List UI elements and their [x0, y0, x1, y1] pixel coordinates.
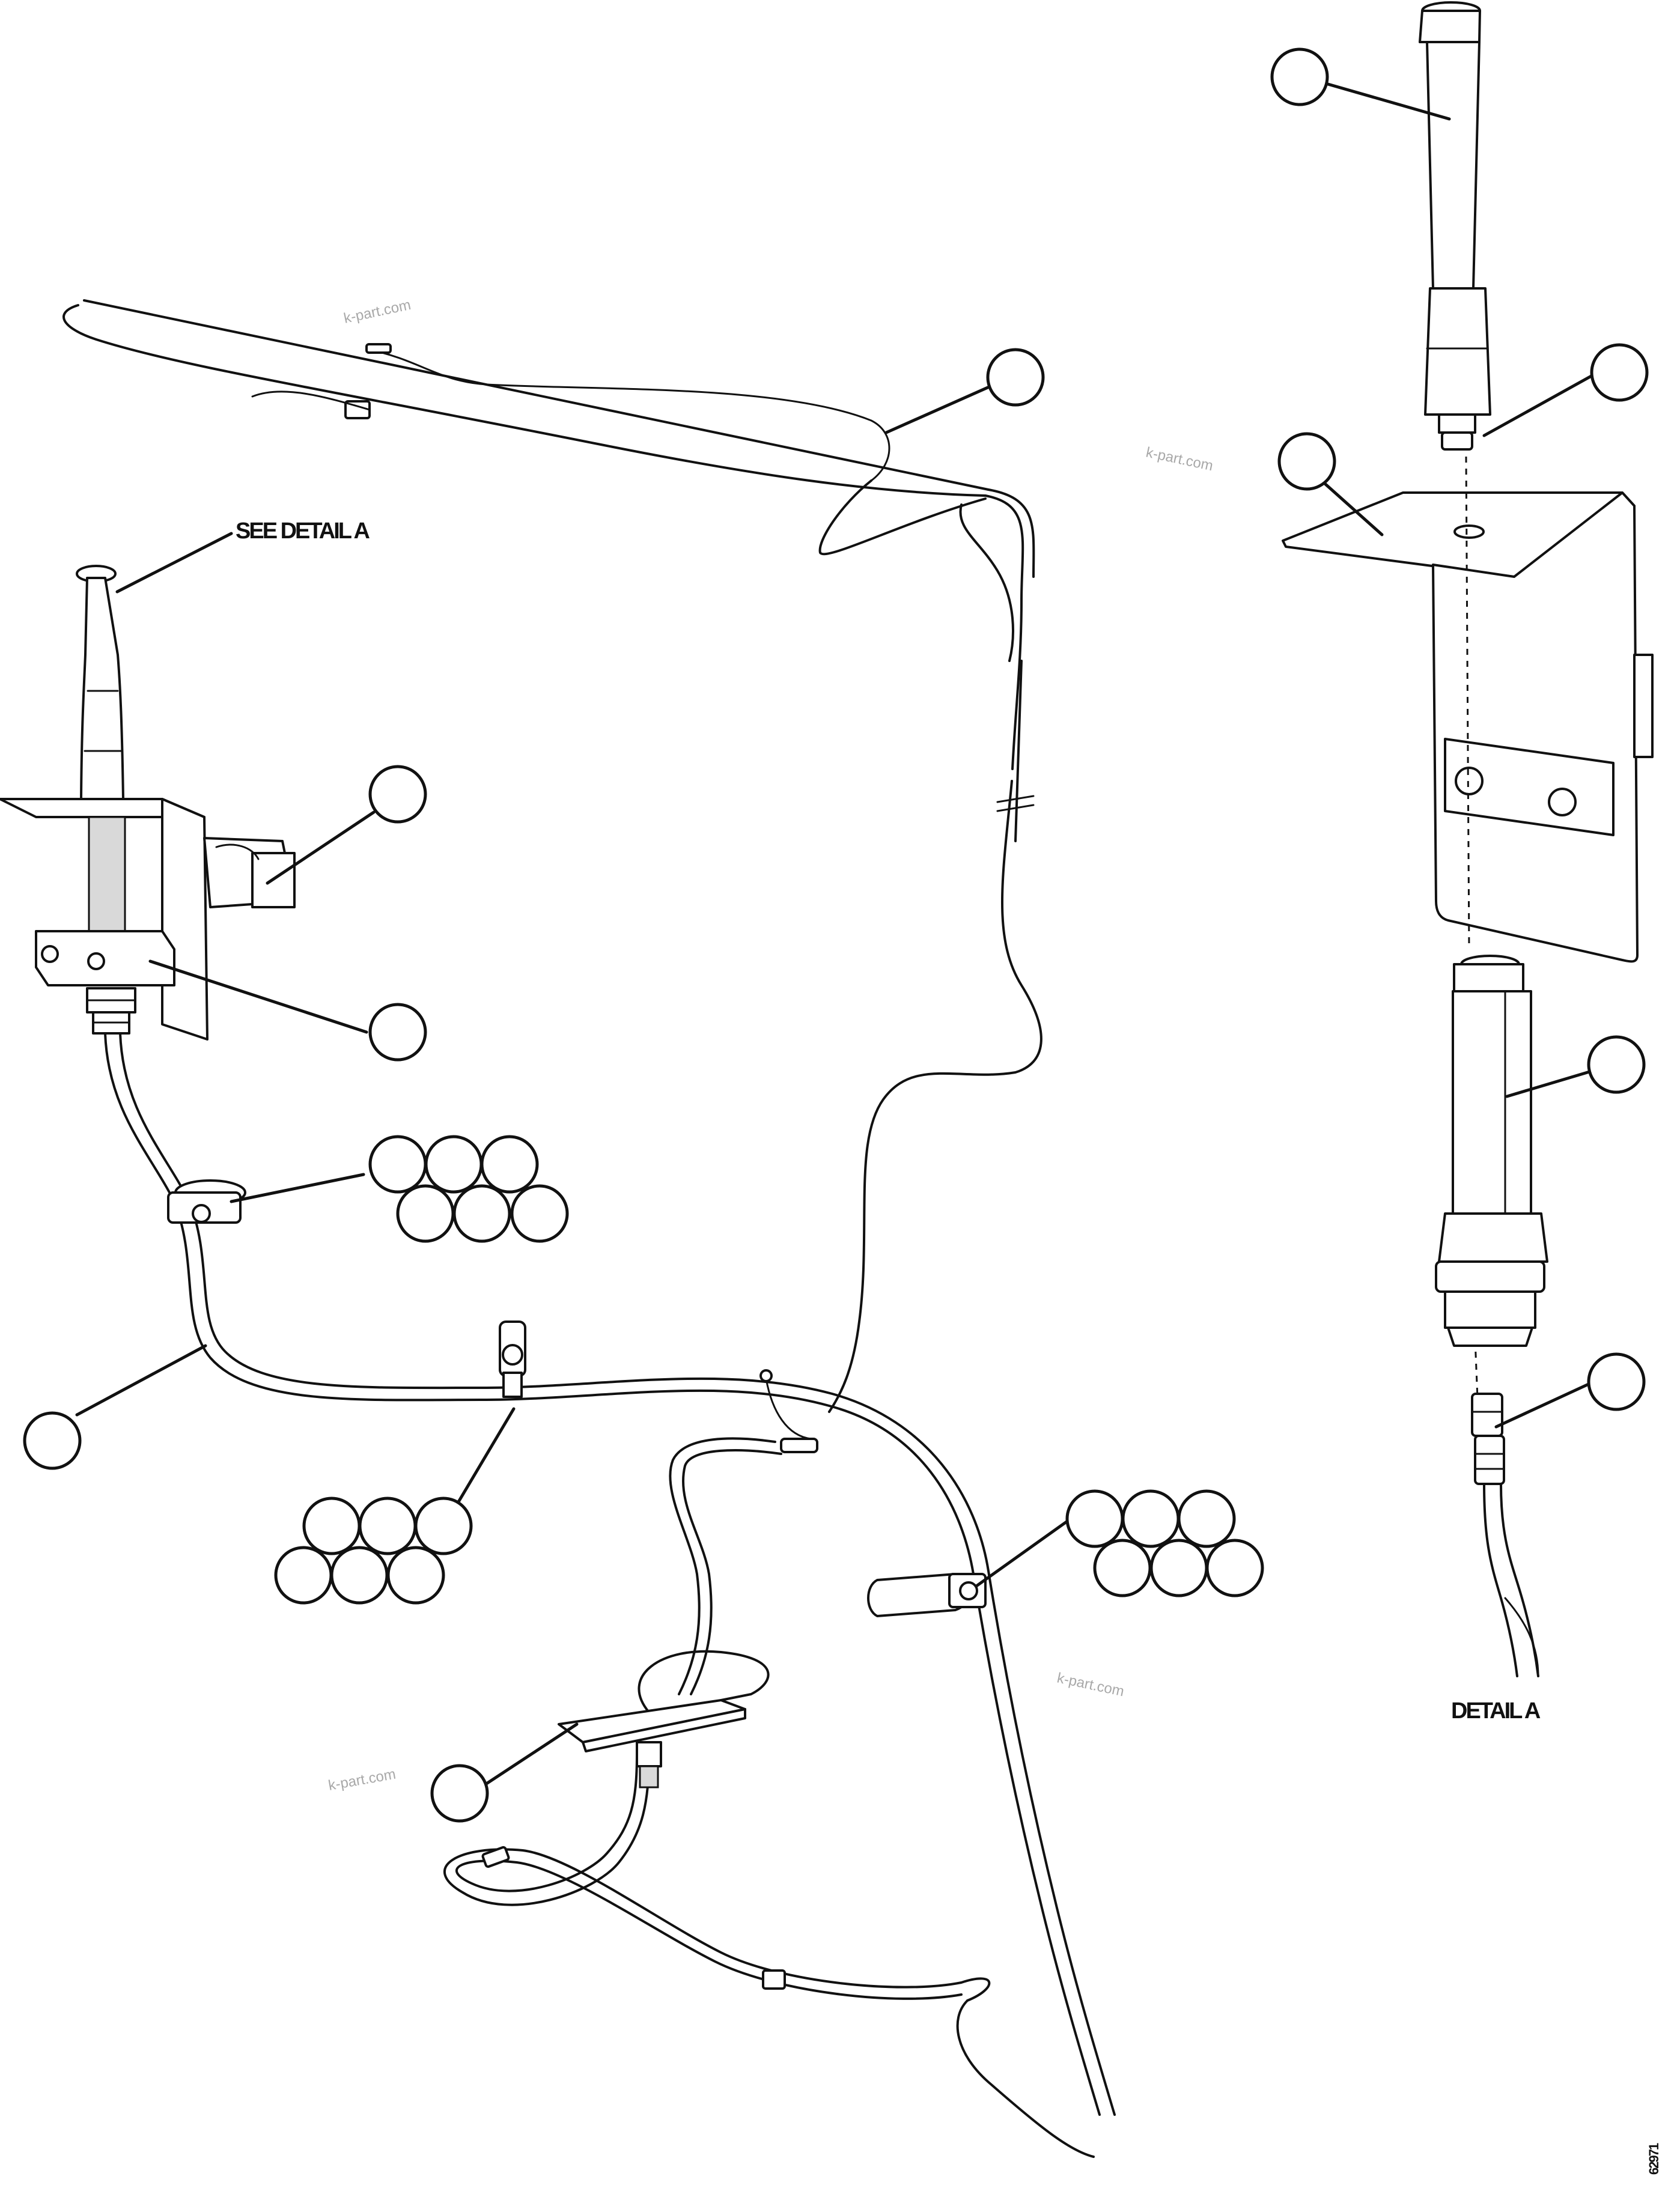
see-detail-note: SEE DETAIL A — [236, 518, 370, 544]
callout-balloon — [1587, 1035, 1646, 1094]
callout-balloon — [302, 1497, 361, 1555]
callout-balloon — [414, 1497, 473, 1555]
main-harness-cable — [104, 1032, 1116, 2158]
watermark-1: k-part.com — [342, 297, 412, 327]
watermark-2: k-part.com — [1145, 444, 1214, 474]
callout-balloon — [368, 1135, 427, 1194]
cable-clamp-upper — [167, 1179, 246, 1224]
callout-balloon — [424, 1135, 483, 1194]
callout-balloon — [510, 1184, 569, 1243]
callout-balloon — [986, 348, 1045, 407]
figure-number: 62971 — [1646, 2143, 1661, 2175]
watermark-3: k-part.com — [1056, 1670, 1125, 1700]
antenna-mast-assembly — [0, 565, 296, 1041]
cable-clamp-lower — [867, 1573, 987, 1617]
callout-balloon — [368, 1003, 427, 1062]
callout-balloon — [480, 1135, 539, 1194]
leader-lines — [75, 81, 1605, 1787]
callout-balloon — [368, 765, 427, 824]
cable-end-plug — [365, 343, 392, 354]
watermarks: k-part.com k-part.com k-part.com k-part.… — [327, 297, 1214, 1794]
callout-balloon — [1590, 343, 1649, 402]
callout-balloon — [1149, 1539, 1208, 1597]
callout-balloon — [1205, 1539, 1264, 1597]
callout-balloon — [358, 1497, 417, 1555]
callout-balloon — [330, 1546, 389, 1605]
callout-balloon — [386, 1546, 445, 1605]
callout-balloon — [1587, 1352, 1646, 1411]
lower-antenna-bracket — [558, 1650, 770, 1788]
callout-balloon — [1177, 1489, 1236, 1548]
clamp-block — [35, 930, 175, 986]
cable-break-symbol — [996, 795, 1035, 812]
detail-a — [1282, 1, 1654, 1677]
callout-balloon — [23, 1411, 82, 1470]
callout-balloon — [452, 1184, 511, 1243]
callout-balloon — [1065, 1489, 1124, 1548]
callout-balloon — [274, 1546, 333, 1605]
antenna-extension-cable — [62, 299, 1042, 1413]
cable-clamp-middle — [499, 1320, 526, 1398]
detail-title: DETAIL A — [1451, 1698, 1541, 1724]
callout-balloons — [23, 47, 1649, 1823]
callout-balloon — [1093, 1539, 1152, 1597]
watermark-4: k-part.com — [327, 1766, 397, 1794]
callout-balloon — [396, 1184, 455, 1243]
callout-balloon — [430, 1764, 489, 1823]
callout-balloon — [1277, 432, 1336, 491]
callout-balloon — [1270, 47, 1329, 106]
callout-balloon — [1121, 1489, 1180, 1548]
